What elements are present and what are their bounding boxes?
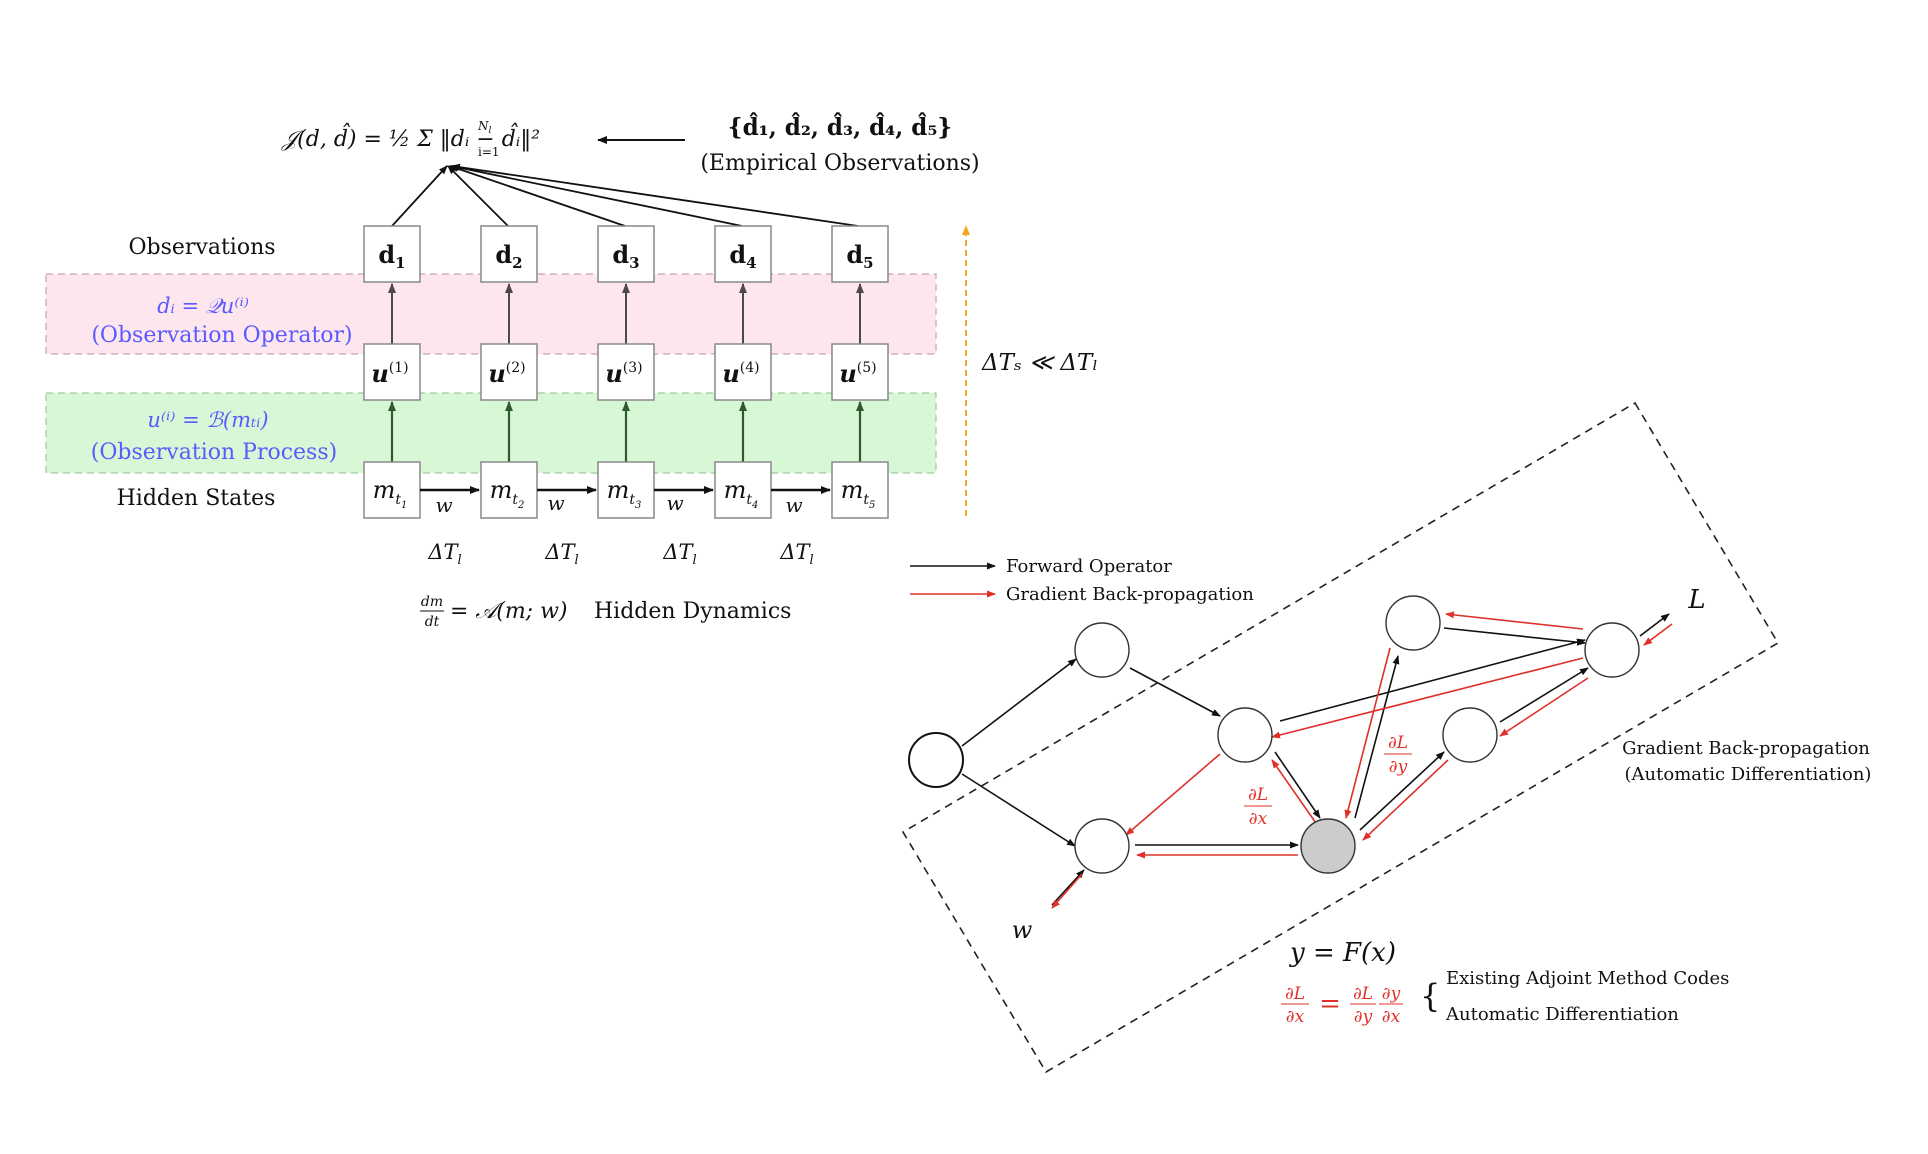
chain-lhs-num: ∂L xyxy=(1285,984,1305,1004)
d-label: d5 xyxy=(846,240,873,272)
node-x xyxy=(1217,707,1273,763)
d-label: d1 xyxy=(378,240,405,272)
observations-row-label: Observations xyxy=(128,235,275,260)
observation-process-label: (Observation Process) xyxy=(91,440,337,465)
observation-operator-band xyxy=(45,273,937,355)
m-label: mt2 xyxy=(490,476,525,511)
chain-r1-den: ∂y xyxy=(1354,1007,1373,1027)
d-label: d2 xyxy=(495,240,522,272)
y-equals-f-x: y = F(x) xyxy=(1289,938,1396,968)
chain-brace: { xyxy=(1420,977,1440,1015)
empirical-set: {d̂₁, d̂₂, d̂₃, d̂₄, d̂₅} xyxy=(728,113,952,141)
observation-operator-label: (Observation Operator) xyxy=(91,323,352,348)
u-box xyxy=(714,343,772,401)
legend-forward-label: Forward Operator xyxy=(1006,556,1172,577)
m-box xyxy=(480,461,538,519)
legend-backward-label: Gradient Back-propagation xyxy=(1006,584,1254,605)
observation-operator-formula: dᵢ = 𝒬u⁽ⁱ⁾ xyxy=(157,294,249,318)
chain-r2-den: ∂x xyxy=(1382,1007,1401,1027)
column-5: d5 u(5) mt5 xyxy=(831,225,889,519)
u-label: u(5) xyxy=(839,359,876,388)
d-label: d3 xyxy=(612,240,639,272)
chain-r1-num: ∂L xyxy=(1353,984,1373,1004)
node-b xyxy=(1074,818,1130,874)
u-box xyxy=(597,343,655,401)
d-box xyxy=(363,225,421,283)
d-box xyxy=(597,225,655,283)
column-3: d3 u(3) mt3 ΔTl xyxy=(597,225,697,568)
column-4: d4 u(4) mt4 ΔTl xyxy=(714,225,814,568)
timescale-label: ΔTₛ ≪ ΔTₗ xyxy=(981,350,1098,376)
delta-t-label: ΔTl xyxy=(427,540,461,568)
dl-dx-num: ∂L xyxy=(1248,785,1268,805)
d-box xyxy=(480,225,538,283)
chain-lhs-den: ∂x xyxy=(1286,1007,1305,1027)
node-c xyxy=(1385,595,1441,651)
d-label: d4 xyxy=(729,240,756,272)
chain-option-2: Automatic Differentiation xyxy=(1445,1004,1679,1025)
d-box xyxy=(831,225,889,283)
u-label: u(3) xyxy=(605,359,642,388)
m-box xyxy=(363,461,421,519)
hidden-dynamics-formula: = 𝒜(m; w) xyxy=(450,599,568,624)
u-label: u(2) xyxy=(488,359,525,388)
box-label-line1: Gradient Back-propagation xyxy=(1622,738,1870,759)
column-2: d2 u(2) mt2 ΔTl xyxy=(480,225,579,568)
d-to-objective-arrows xyxy=(391,163,859,227)
u-box xyxy=(480,343,538,401)
chain-option-1: Existing Adjoint Method Codes xyxy=(1446,968,1729,989)
m-label: mt1 xyxy=(373,476,408,511)
graph-input-label: w xyxy=(1012,916,1033,944)
delta-t-label: ΔTl xyxy=(544,540,578,568)
column-1: d1 u(1) mt1 ΔTl xyxy=(363,225,462,568)
input-node xyxy=(908,732,964,788)
graph-output-label: L xyxy=(1687,585,1705,615)
node-a xyxy=(1074,622,1130,678)
hidden-dynamics-num: dm xyxy=(421,594,443,610)
transition-weight-4: w xyxy=(785,493,802,517)
hidden-states-row-label: Hidden States xyxy=(117,486,276,511)
observation-process-band xyxy=(45,392,937,474)
node-d xyxy=(1442,707,1498,763)
m-label: mt4 xyxy=(724,476,759,511)
chain-eq: = xyxy=(1319,989,1341,1019)
objective-sum-lower: i=1 xyxy=(478,145,500,159)
transition-weight-2: w xyxy=(547,491,564,515)
objective-sum-upper: Nl xyxy=(477,119,492,136)
m-box xyxy=(831,461,889,519)
dl-dx-den: ∂x xyxy=(1249,809,1268,829)
transition-weight-1: w xyxy=(435,493,452,517)
u-label: u(4) xyxy=(722,359,759,388)
autodiff-dashed-box xyxy=(901,401,1780,1074)
u-label: u(1) xyxy=(371,359,408,388)
output-node xyxy=(1584,622,1640,678)
hidden-dynamics-den: dt xyxy=(425,614,440,630)
delta-t-label: ΔTl xyxy=(779,540,813,568)
empirical-label: (Empirical Observations) xyxy=(700,151,979,176)
node-y-active xyxy=(1300,818,1356,874)
box-label-line2: (Automatic Differentiation) xyxy=(1625,764,1872,785)
delta-t-label: ΔTl xyxy=(662,540,696,568)
dl-dy-den: ∂y xyxy=(1389,757,1408,777)
forward-edges xyxy=(961,613,1670,906)
gradient-edges xyxy=(1051,611,1673,909)
hidden-dynamics-label: Hidden Dynamics xyxy=(594,599,791,624)
chain-r2-num: ∂y xyxy=(1382,984,1401,1004)
dl-dy-num: ∂L xyxy=(1388,733,1408,753)
m-label: mt3 xyxy=(607,476,642,511)
objective-formula: 𝒥(d, d̂) = ½ Σ ‖dᵢ − d̂ᵢ‖² xyxy=(281,123,540,152)
u-box xyxy=(363,343,421,401)
m-label: mt5 xyxy=(841,476,876,511)
transition-weight-3: w xyxy=(666,491,683,515)
u-box xyxy=(831,343,889,401)
observation-process-formula: u⁽ⁱ⁾ = ℬ(mₜᵢ) xyxy=(147,408,268,432)
d-box xyxy=(714,225,772,283)
